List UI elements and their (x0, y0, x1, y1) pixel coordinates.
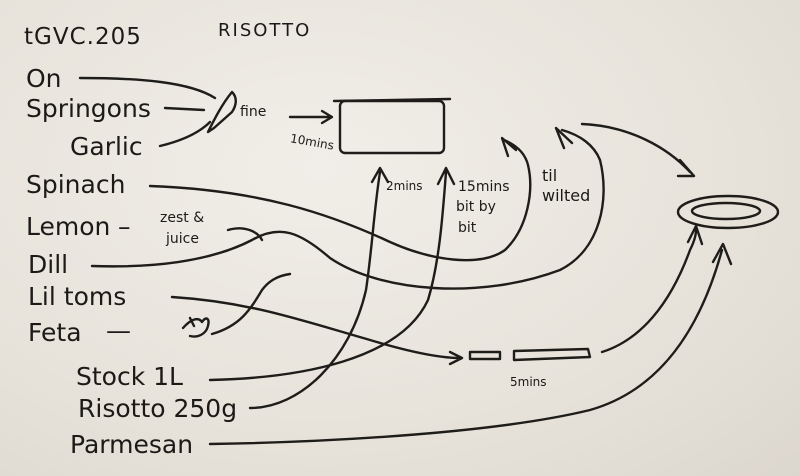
feta-arrow (210, 272, 292, 336)
risotto-arrow (248, 166, 390, 410)
pan (338, 99, 446, 155)
recipe-title: RISOTTO (218, 20, 312, 41)
toms-arrow (170, 295, 464, 366)
note-zest: zest & (160, 210, 205, 226)
note-2mins: 2mins (386, 179, 423, 193)
ingredient-stock: Stock 1L (76, 362, 183, 391)
ingredient-spring-onions: Springons (26, 94, 151, 123)
recipe-code: tGVC.205 (24, 24, 142, 50)
hand-crumble-icon (181, 316, 210, 338)
stock-arrow (208, 166, 456, 382)
spring-onion-arrow (163, 106, 206, 112)
note-til: til (542, 166, 558, 185)
ingredient-onion: On (26, 64, 62, 93)
note-bit: bit (458, 220, 477, 236)
pan-to-plate-arrow (580, 122, 696, 178)
ingredient-lemon: Lemon (26, 212, 111, 241)
spinach-arrow (148, 136, 532, 262)
baking-tray (468, 347, 592, 362)
ingredient-risotto: Risotto 250g (78, 394, 238, 423)
plate-inner (690, 201, 762, 221)
ingredient-parmesan: Parmesan (70, 430, 194, 459)
ingredient-dill: Dill (28, 250, 69, 279)
note-bit-by: bit by (456, 199, 496, 215)
pan-rim (332, 97, 452, 103)
ingredient-garlic: Garlic (70, 132, 143, 161)
lemon-dash: – (118, 212, 131, 241)
tray-to-plate-arrow (600, 224, 704, 354)
note-5mins: 5mins (510, 375, 547, 389)
parmesan-arrow (208, 242, 733, 446)
note-wilted: wilted (542, 186, 591, 205)
lemon-zest-arrow (226, 227, 264, 242)
note-juice: juice (166, 231, 199, 247)
feta-dash: — (106, 316, 131, 345)
note-fine: fine (240, 104, 267, 120)
plate (676, 194, 780, 230)
ingredient-lil-toms: Lil toms (28, 282, 127, 311)
dill-arrow (90, 126, 605, 290)
note-15mins: 15mins (458, 179, 510, 195)
ingredient-spinach: Spinach (26, 170, 126, 199)
onion-arrow (78, 76, 217, 100)
ingredient-feta: Feta (28, 318, 82, 347)
knife-icon (206, 90, 237, 134)
to-pan-arrow (288, 109, 334, 125)
garlic-arrow (158, 120, 212, 148)
